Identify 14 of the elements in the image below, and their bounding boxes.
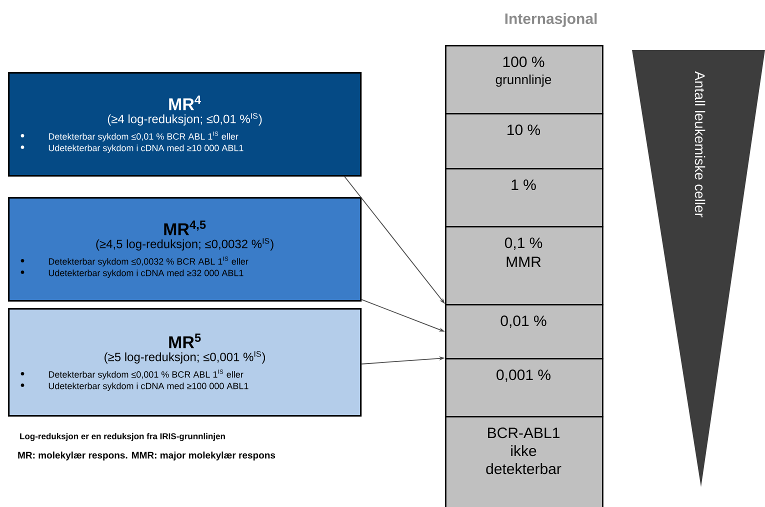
response-box: MR$^{5}$ (≥5 log-reduksjon; ≤0,001 %$^{IS}$) Detekterbar sykdom ≤0,001 % BCR ABL 1$^{IS}$ eller Udetekterbar sykdom i cDNA med ≥100 000 ABL1	[8, 308, 362, 417]
response-box: MR$^{4}$ (≥4 log-reduksjon; ≤0,01 %$^{IS}$) Detekterbar sykdom ≤0,01 % BCR ABL 1$^{IS}$ eller Udetekterbar sykdom i cDNA med ≥10 000 ABL1	[8, 72, 362, 177]
level-cell: 0,1 % MMR	[445, 226, 604, 306]
column-heading: Internasjonal	[505, 13, 597, 27]
response-box: MR$^{4,5}$ (≥4,5 log-reduksjon; ≤0,0032 %$^{IS}$) Detekterbar sykdom ≤0,0032 % BCR ABL 1$^{IS}$ eller Udetekterbar sykdom i cDNA med ≥32 000 ABL1	[8, 197, 362, 302]
level-cell: 0,001 %	[445, 358, 604, 418]
level-cell: 0,01 %	[445, 304, 604, 360]
level-cell: BCR-ABL1 ikke detekterbar	[445, 416, 604, 507]
triangle: Antall leukemiske celler	[632, 50, 765, 487]
level-cell: 100 % grunnlinje	[445, 45, 604, 114]
footnote: MR: molekylær respons. MMR: major molekylær respons	[18, 452, 276, 460]
level-cell: 10 %	[445, 113, 604, 170]
footnote: Log-reduksjon er en reduksjon fra IRIS-grunnlinjen	[20, 433, 225, 441]
level-cell: 1 %	[445, 168, 604, 228]
